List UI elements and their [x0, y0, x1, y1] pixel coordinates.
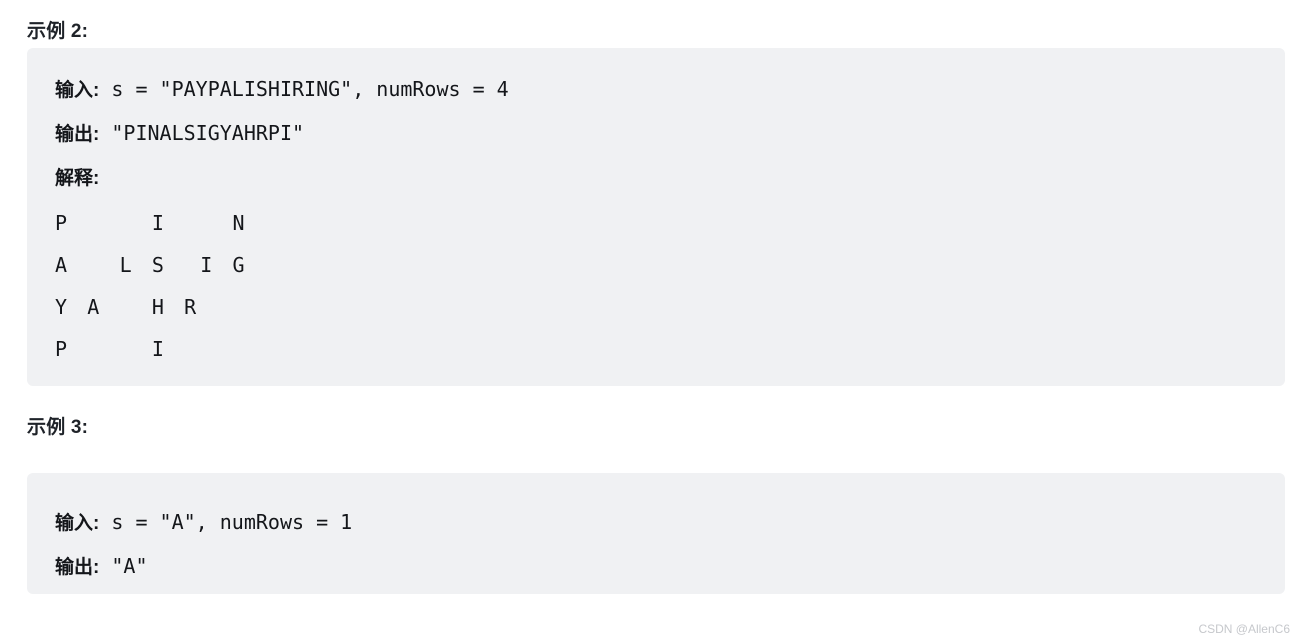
input-line-example-3: 输入: s = "A", numRows = 1: [27, 501, 1285, 545]
input-label: 输入:: [55, 513, 100, 534]
output-label: 输出:: [55, 124, 100, 145]
watermark: CSDN @AllenC6: [1198, 622, 1290, 636]
section-heading-example-2: 示例 2:: [27, 21, 89, 42]
output-line-example-2: 输出: "PINALSIGYAHRPI": [27, 112, 1285, 156]
input-value: s = "PAYPALISHIRING", numRows = 4: [99, 77, 509, 101]
explanation-label: 解释:: [55, 168, 100, 189]
zigzag-row: P I N: [55, 211, 249, 235]
input-label: 输入:: [55, 80, 100, 101]
code-block-example-3: 输入: s = "A", numRows = 1 输出: "A": [27, 473, 1285, 594]
output-label: 输出:: [55, 557, 100, 578]
section-heading-example-3: 示例 3:: [27, 417, 89, 438]
input-line-example-2: 输入: s = "PAYPALISHIRING", numRows = 4: [27, 68, 1285, 112]
zigzag-row: A L S I G: [55, 253, 249, 277]
output-value: "PINALSIGYAHRPI": [99, 121, 305, 145]
code-block-example-2: 输入: s = "PAYPALISHIRING", numRows = 4 输出…: [27, 48, 1285, 386]
zigzag-diagram: P I N A L S I G Y A H R P I: [27, 202, 1285, 370]
output-value: "A": [99, 554, 148, 578]
zigzag-row: Y A H R: [55, 295, 201, 319]
input-value: s = "A", numRows = 1: [99, 510, 353, 534]
zigzag-row: P I: [55, 337, 168, 361]
output-line-example-3: 输出: "A": [27, 545, 1285, 589]
explanation-line-example-2: 解释:: [27, 156, 1285, 200]
